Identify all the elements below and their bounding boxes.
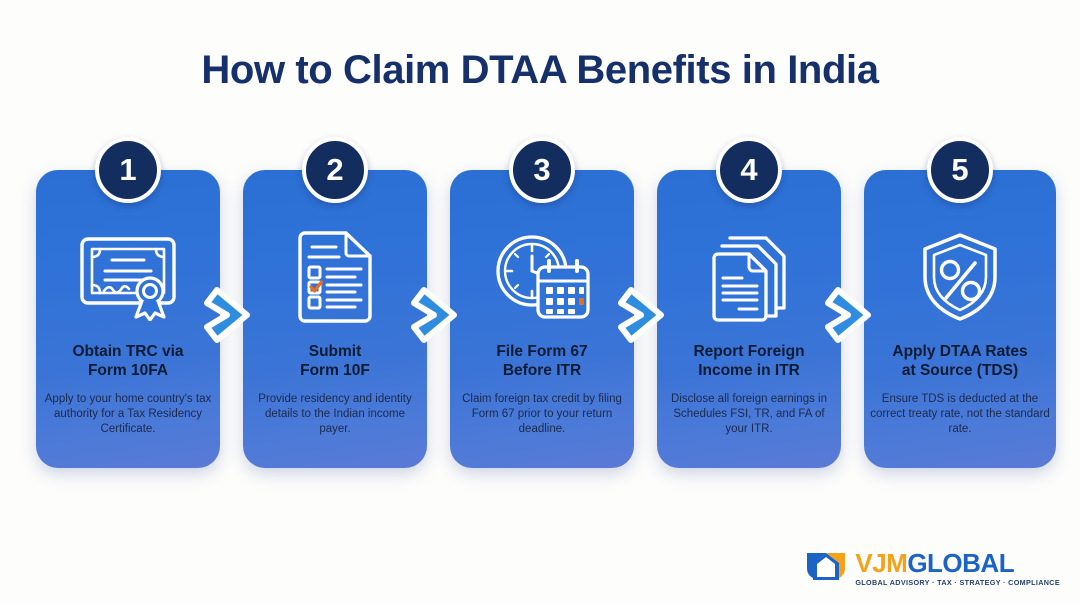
step-description-5: Ensure TDS is deducted at the correct tr… — [870, 393, 1050, 435]
steps-container: 1 Obtain TRC via Form 10FA Apply to your… — [36, 137, 1056, 470]
step-description-1: Apply to your home country's tax authori… — [44, 393, 212, 435]
step-title-3: File Form 67 Before ITR — [458, 342, 626, 380]
step-number-badge-1: 1 — [95, 137, 161, 203]
step-card-1[interactable]: 1 Obtain TRC via Form 10FA Apply to your… — [36, 137, 220, 468]
step-title-1: Obtain TRC via Form 10FA — [44, 342, 212, 380]
step-title-line1: File Form 67 — [496, 343, 588, 360]
step-card-3[interactable]: 3 — [450, 137, 634, 468]
brand-logo: VJMGLOBAL GLOBAL ADVISORY · TAX · STRATE… — [805, 545, 1060, 591]
brand-name-global: GLOBAL — [907, 547, 1015, 578]
brand-name: VJMGLOBAL — [855, 550, 1060, 576]
step-title-line1: Report Foreign — [693, 343, 805, 360]
page-title: How to Claim DTAA Benefits in India — [201, 48, 879, 92]
step-title-line2: Form 10FA — [87, 362, 169, 379]
step-title-line1: Obtain TRC via — [72, 343, 184, 360]
step-number-badge-5: 5 — [927, 137, 993, 203]
step-number-badge-3: 3 — [509, 137, 575, 203]
step-card-4[interactable]: 4 Report Foreign Income in ITR Disclose … — [657, 137, 841, 468]
chevron-right-icon — [201, 282, 267, 348]
step-number-badge-2: 2 — [302, 137, 368, 203]
step-description-2: Provide residency and identity details t… — [258, 393, 412, 435]
step-title-5: Apply DTAA Rates at Source (TDS) — [872, 342, 1048, 380]
step-title-line2: at Source (TDS) — [901, 362, 1019, 379]
step-description-3: Claim foreign tax credit by filing Form … — [462, 393, 622, 435]
step-title-line2: Before ITR — [502, 362, 582, 379]
certificate-icon — [36, 228, 220, 326]
step-description-4: Disclose all foreign earnings in Schedul… — [671, 393, 827, 435]
chevron-right-icon — [408, 282, 474, 348]
step-title-line2: Income in ITR — [698, 362, 800, 379]
shield-percent-icon — [864, 228, 1056, 326]
vjm-shield-logo-icon — [805, 549, 847, 588]
brand-tagline: GLOBAL ADVISORY · TAX · STRATEGY · COMPL… — [855, 577, 1060, 587]
clock-calendar-icon — [450, 228, 634, 326]
chevron-right-icon — [615, 282, 681, 348]
step-card-2[interactable]: 2 Submit Form 10F Provid — [243, 137, 427, 468]
brand-text: VJMGLOBAL GLOBAL ADVISORY · TAX · STRATE… — [855, 550, 1060, 587]
step-title-line2: Form 10F — [300, 362, 370, 379]
step-card-5[interactable]: 5 Apply DTAA Rates at Source (TDS) Ensur… — [864, 137, 1056, 468]
brand-name-vjm: VJM — [855, 547, 908, 578]
step-title-line1: Submit — [308, 343, 362, 360]
step-number-badge-4: 4 — [716, 137, 782, 203]
step-title-4: Report Foreign Income in ITR — [665, 342, 833, 380]
step-title-line1: Apply DTAA Rates — [892, 343, 1028, 360]
checklist-document-icon — [243, 228, 427, 326]
chevron-right-icon — [822, 282, 888, 348]
document-stack-icon — [657, 228, 841, 326]
step-title-2: Submit Form 10F — [251, 342, 419, 380]
